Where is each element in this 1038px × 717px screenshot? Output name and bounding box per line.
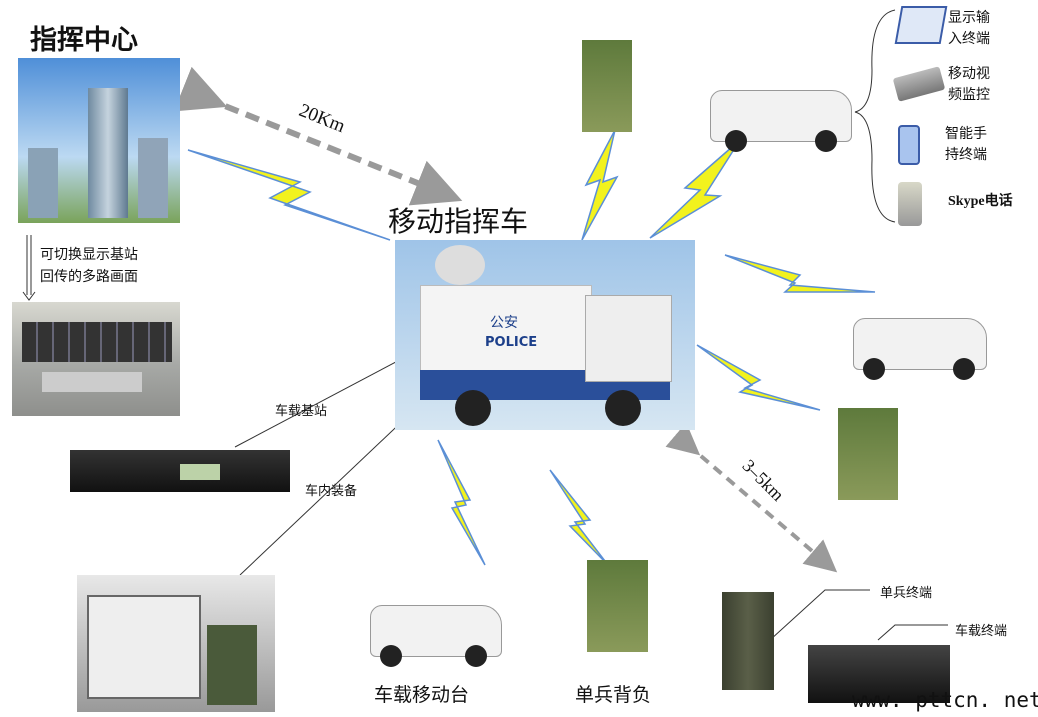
command-center-title: 指挥中心 [30,25,138,56]
note-line-1: 可切换显示基站 [40,247,138,263]
in-car-equipment-label: 车内装备 [305,484,358,499]
watermark: www. pttcn. net [852,688,1038,712]
soldier-backpack-label: 单兵背负 [575,684,652,706]
command-truck-image: 公安 POLICE [395,240,695,430]
distance-arrow-3-5km [665,422,838,573]
mobile-phone-icon [898,125,920,165]
mobile-command-vehicle-title: 移动指挥车 [388,205,529,238]
police-car-image-right [848,288,990,385]
desk-phone-icon [898,182,922,226]
soldier-terminal-label: 单兵终端 [880,586,933,601]
note-line-2: 回传的多路画面 [40,269,138,285]
police-car-image-top [705,60,855,152]
vehicle-terminal-image [808,645,950,703]
truck-text-police: POLICE [485,335,538,350]
command-center-building-image [18,58,180,223]
soldier-image-top [582,40,632,132]
base-station-label: 车载基站 [275,404,328,419]
device-skype-phone: Skype电话 [948,194,1013,209]
police-car-image-bottom [365,575,505,672]
in-car-equipment-image [77,575,275,712]
truck-text-gongan: 公安 [490,315,518,331]
device-video-monitor: 移动视频监控 [948,66,990,103]
control-room-image [12,302,180,416]
laptop-icon [894,6,948,44]
soldier-terminal-image [722,592,774,690]
soldier-image-right [838,408,898,500]
command-center-note: 可切换显示基站 回传的多路画面 [40,244,138,288]
base-station-device-image [70,450,290,492]
vehicle-terminal-label: 车载终端 [955,624,1008,639]
device-display-terminal: 显示输入终端 [948,10,990,47]
soldier-image-bottom [587,560,648,652]
vehicle-mobile-label: 车载移动台 [374,684,470,706]
device-handheld: 智能手持终端 [945,126,987,163]
distance-arrow-20km [173,66,463,206]
